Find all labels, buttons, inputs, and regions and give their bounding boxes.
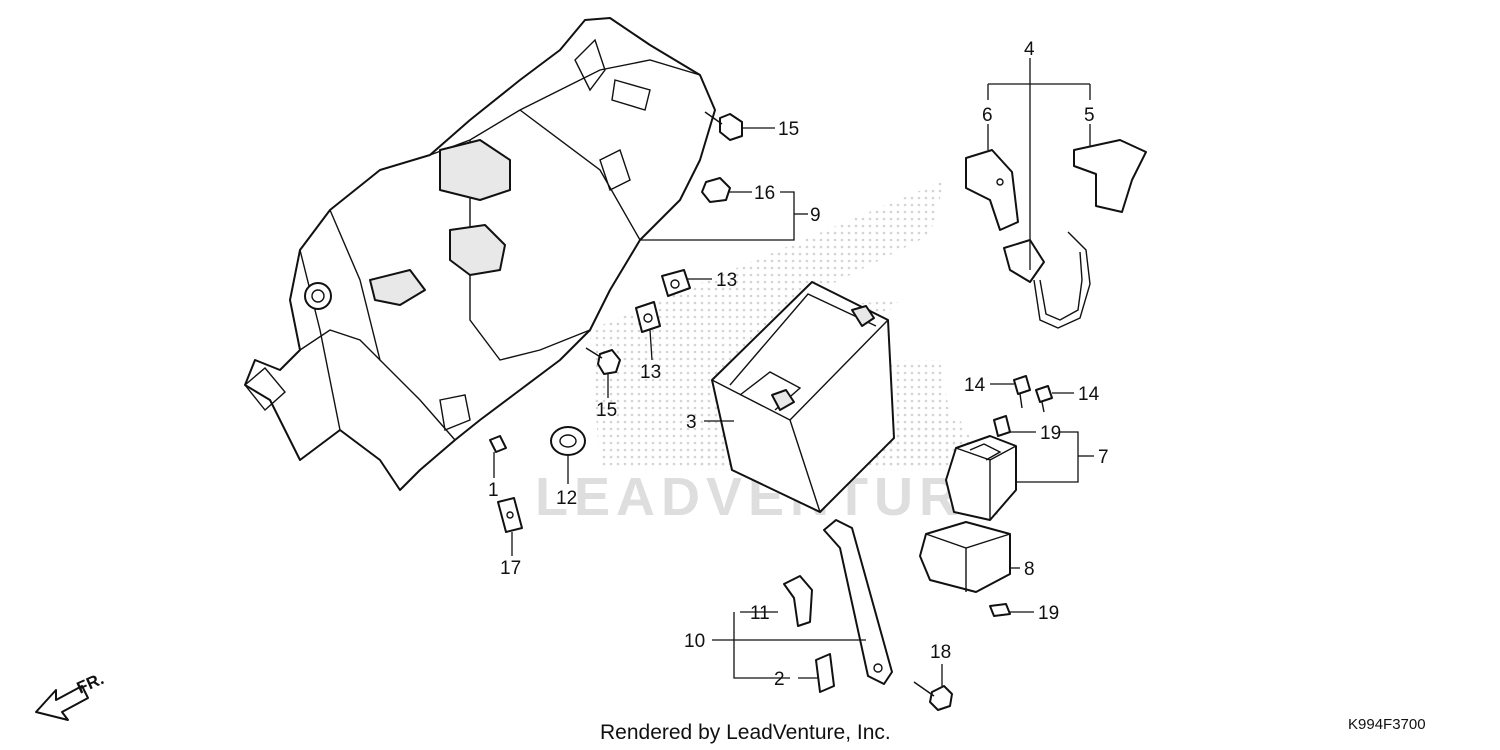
callout-3: 3 [686,412,697,433]
battery-box-part-9[interactable] [244,17,716,491]
terminal-cover-part-5[interactable] [1073,139,1147,213]
callout-9: 9 [810,205,821,226]
terminal-cover-part-6[interactable] [965,149,1019,231]
bolt-part-15-lower[interactable] [585,347,621,375]
leader-lines [493,58,1094,686]
callout-10: 10 [684,631,705,652]
pad-part-2[interactable] [815,653,835,693]
clip-part-17[interactable] [497,497,523,533]
battery-stay-part-10[interactable] [823,519,893,685]
footer-credit: Rendered by LeadVenture, Inc. [600,721,891,744]
callout-16: 16 [754,183,775,204]
collar-part-1[interactable] [489,435,507,453]
callout-19-lower: 19 [1038,603,1059,624]
callout-labels: 15 16 9 13 13 15 12 1 17 3 4 6 5 14 14 1… [488,39,1109,690]
bolt-part-15-upper[interactable] [704,111,743,141]
callout-13-lower: 13 [640,362,661,383]
callout-15-upper: 15 [778,119,799,140]
callout-14-left: 14 [964,375,986,396]
bolt-part-18[interactable] [913,681,953,711]
callout-1: 1 [488,480,499,501]
battery-part-3[interactable] [711,281,895,513]
callout-7: 7 [1098,447,1109,468]
pad-part-11[interactable] [783,575,813,627]
callout-19-upper: 19 [1040,423,1061,444]
callout-5: 5 [1084,105,1095,126]
callout-4: 4 [1024,39,1035,60]
callout-15-lower: 15 [596,400,617,421]
fuse-part-14-left[interactable] [1013,375,1031,409]
clip-nut-part-13-upper[interactable] [661,269,691,297]
battery-cable-part-4[interactable] [1003,231,1091,329]
arrow-icon [35,685,89,721]
callout-14-right: 14 [1078,384,1100,405]
callout-18: 18 [930,642,951,663]
front-label: FR. [74,669,107,697]
fuse-box-part-8[interactable] [919,521,1011,593]
drawing-code: K994F3700 [1348,716,1426,733]
callout-13-upper: 13 [716,270,737,291]
callout-17: 17 [500,558,521,579]
callout-12: 12 [556,488,577,509]
callout-6: 6 [982,105,993,126]
clip-nut-part-13-lower[interactable] [635,301,661,333]
nut-part-16[interactable] [701,177,731,203]
fuse-part-19-upper[interactable] [993,415,1011,437]
fuse-part-19-lower[interactable] [989,603,1011,617]
fuse-part-14-right[interactable] [1035,385,1053,413]
front-direction-indicator: FR. [35,669,107,721]
grommet-part-12[interactable] [550,426,586,456]
callout-11: 11 [750,603,770,624]
callout-2: 2 [774,669,785,690]
starter-relay-part-7[interactable] [945,435,1017,521]
callout-8: 8 [1024,559,1035,580]
